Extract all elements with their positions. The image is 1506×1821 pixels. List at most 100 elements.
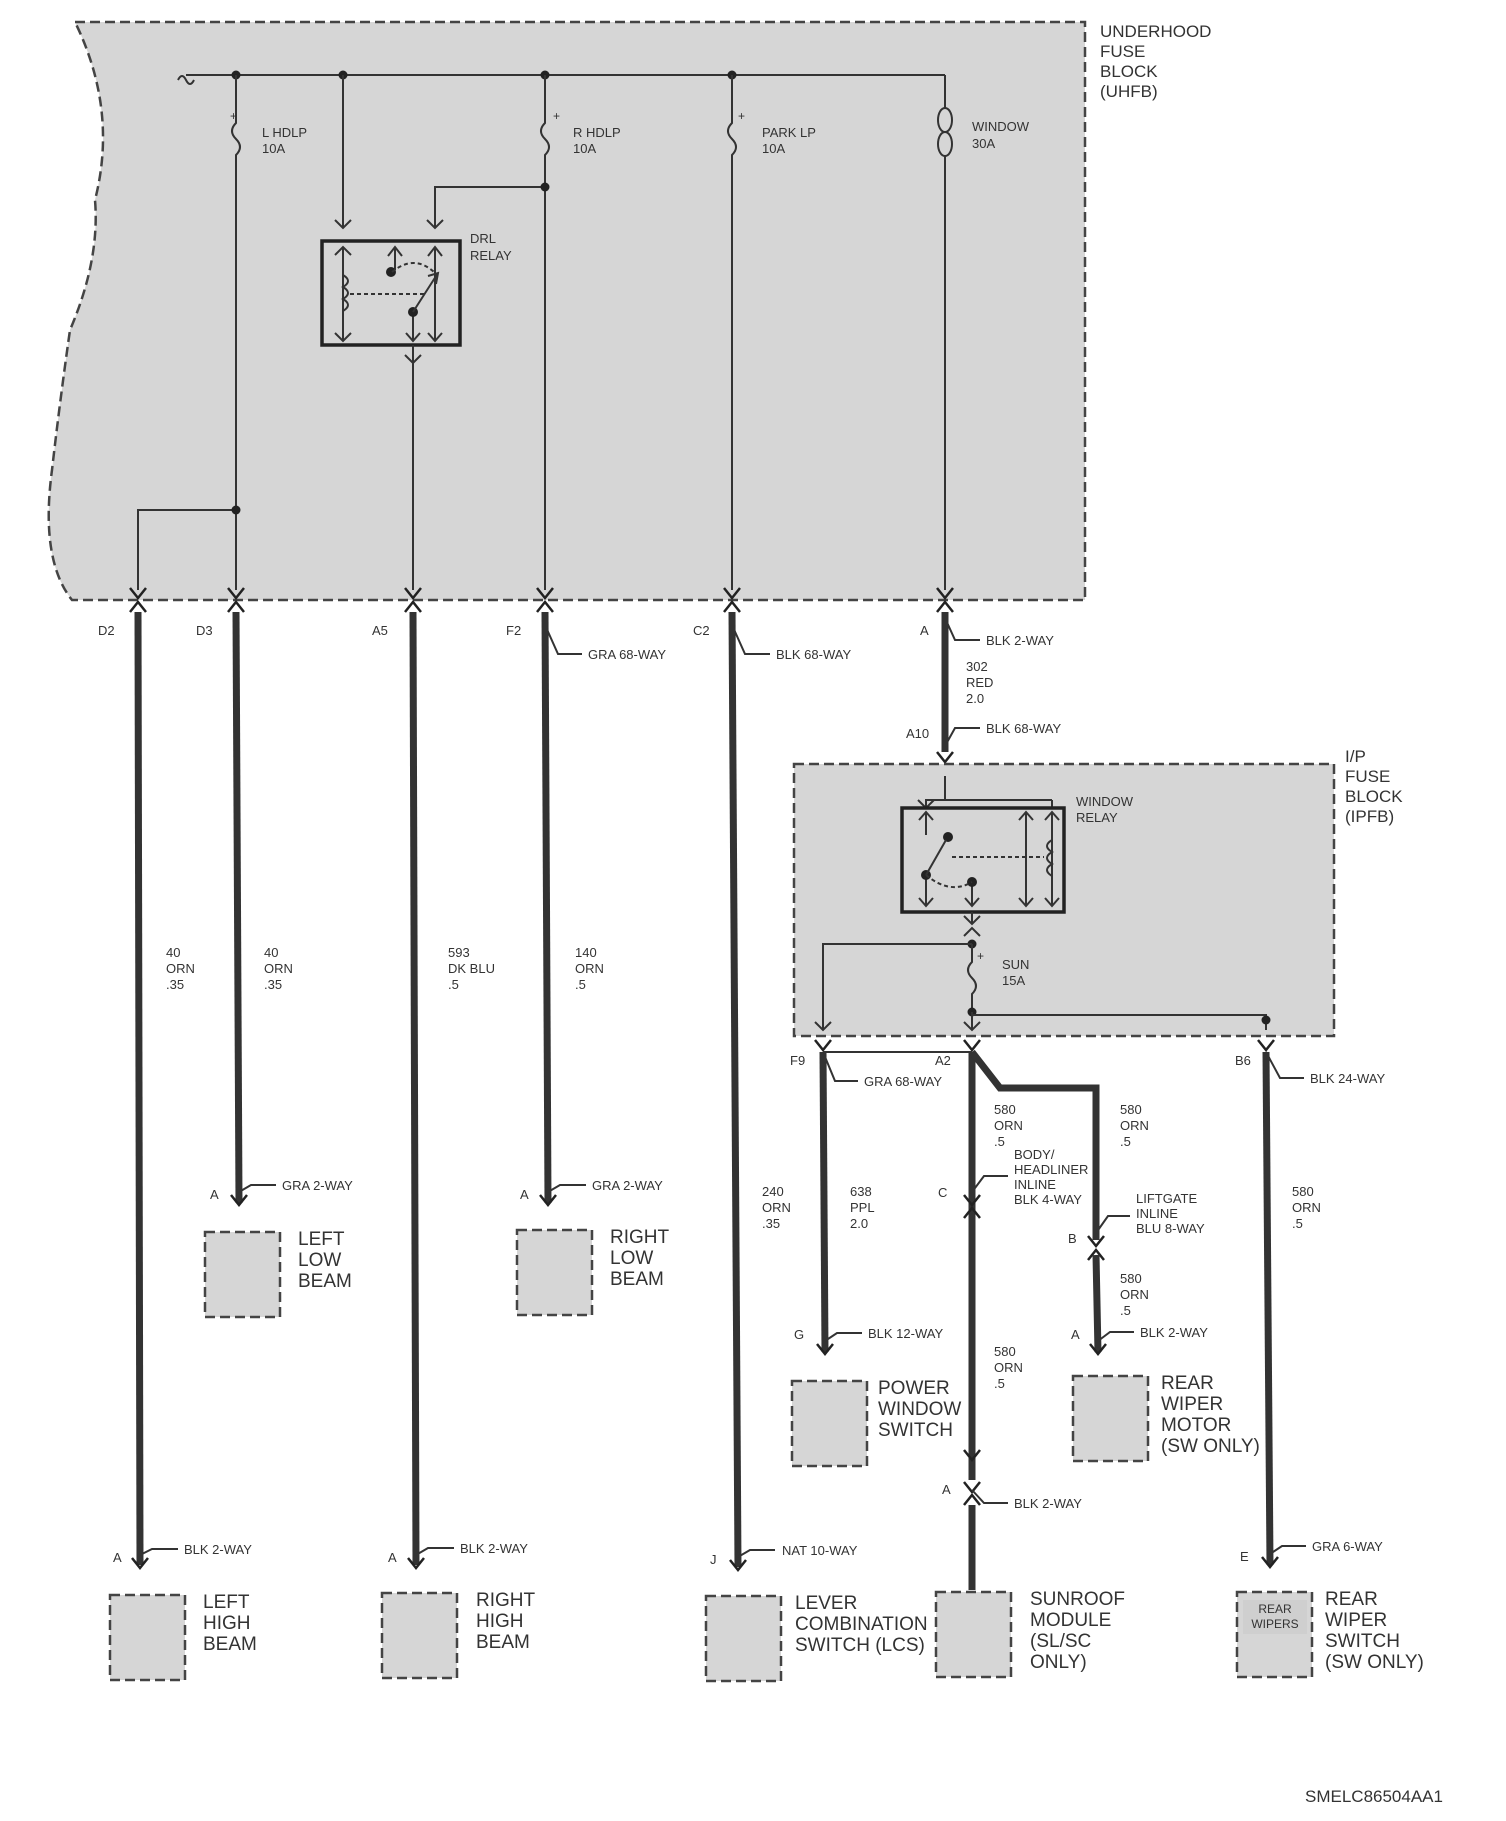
blk68-leader xyxy=(731,624,770,655)
right-low-beam-l2: LOW xyxy=(610,1248,653,1269)
fuse-park-lp-name: PARK LP xyxy=(762,125,816,140)
pin-a2: A2 xyxy=(935,1053,951,1068)
left-low-beam-l3: BEAM xyxy=(298,1271,352,1292)
left-low-connector xyxy=(230,1194,248,1208)
pin-b: B xyxy=(1068,1231,1077,1246)
wire-593-gauge: .5 xyxy=(448,977,459,992)
drl-feed-right xyxy=(426,186,545,230)
gra68-ip-leader xyxy=(822,1051,858,1082)
wire-580d-gauge: .5 xyxy=(994,1376,1005,1391)
drl-relay-box xyxy=(320,239,462,347)
rwm-connector xyxy=(1089,1343,1107,1357)
rws-l3: SWITCH xyxy=(1325,1631,1400,1652)
conn-blk2-window: BLK 2-WAY xyxy=(986,633,1054,648)
wire-302-color: RED xyxy=(966,675,993,690)
conn-blk24: BLK 24-WAY xyxy=(1310,1071,1385,1086)
wire-240-num: 240 xyxy=(762,1184,784,1199)
right-low-beam-l3: BEAM xyxy=(610,1269,664,1290)
window-relay-feed xyxy=(917,776,1053,810)
conn-body-l1: BODY/ xyxy=(1014,1147,1055,1162)
sunroof-l3: (SL/SC xyxy=(1030,1631,1091,1652)
fuse-sun-amp: 15A xyxy=(1002,973,1025,988)
blk68-ip-leader xyxy=(944,727,980,747)
rws-inner-l1: REAR xyxy=(1258,1602,1292,1616)
body-inline-connector xyxy=(963,1194,981,1219)
wire-638-color: PPL xyxy=(850,1200,875,1215)
fuse-l-hdlp: + xyxy=(230,75,241,590)
lcs-l3: SWITCH (LCS) xyxy=(795,1635,925,1656)
wire-40a-num: 40 xyxy=(166,945,180,960)
wire-d3-left-low xyxy=(232,611,243,1204)
sunroof-leader xyxy=(971,1489,1008,1504)
left-high-leader xyxy=(139,1548,178,1556)
blk2-leader xyxy=(944,617,980,641)
wire-40b-num: 40 xyxy=(264,945,278,960)
wire-638-num: 638 xyxy=(850,1184,872,1199)
window-relay-box xyxy=(900,806,1066,914)
gra68-leader xyxy=(544,624,582,655)
window-relay-label-2: RELAY xyxy=(1076,810,1118,825)
wire-638 xyxy=(819,1051,829,1353)
wire-240-gauge: .35 xyxy=(762,1216,780,1231)
uhfb-label-3: BLOCK xyxy=(1100,62,1158,81)
pws-l3: SWITCH xyxy=(878,1420,953,1441)
rws-l1: REAR xyxy=(1325,1589,1378,1610)
rwm-box xyxy=(1071,1374,1150,1463)
conn-blk2-right-high: BLK 2-WAY xyxy=(460,1541,528,1556)
wire-140-color: ORN xyxy=(575,961,604,976)
wire-580c-gauge: .5 xyxy=(1120,1303,1131,1318)
drl-relay-label-2: RELAY xyxy=(470,248,512,263)
wire-580e-num: 580 xyxy=(1292,1184,1314,1199)
wire-c2-lcs xyxy=(728,611,742,1568)
wire-580c-color: ORN xyxy=(1120,1287,1149,1302)
rwm-l1: REAR xyxy=(1161,1373,1214,1394)
right-high-beam-box xyxy=(380,1591,459,1680)
rws-inner-label-bg xyxy=(1243,1600,1307,1634)
wire-580a-num: 580 xyxy=(994,1102,1016,1117)
wire-140-num: 140 xyxy=(575,945,597,960)
fuse-l-hdlp-amp: 10A xyxy=(262,141,285,156)
drl-relay-internals xyxy=(334,245,443,343)
rwm-l2: WIPER xyxy=(1161,1394,1223,1415)
right-low-connector xyxy=(539,1194,557,1208)
wire-580e-gauge: .5 xyxy=(1292,1216,1303,1231)
conn-gra6: GRA 6-WAY xyxy=(1312,1539,1383,1554)
drl-relay-label-1: DRL xyxy=(470,231,496,246)
right-low-beam-box xyxy=(515,1228,594,1317)
ipfb-label-4: (IPFB) xyxy=(1345,807,1394,826)
fuse-window-amp: 30A xyxy=(972,136,995,151)
ipfb-label-3: BLOCK xyxy=(1345,787,1403,806)
fuse-r-hdlp: + xyxy=(540,75,560,590)
ipfb-label-1: I/P xyxy=(1345,747,1366,766)
conn-body-l3: INLINE xyxy=(1014,1177,1056,1192)
b6-node xyxy=(1261,1015,1271,1025)
pin-a10: A10 xyxy=(906,726,929,741)
sunroof-wire-arrow xyxy=(963,1449,981,1463)
sunroof-connector xyxy=(963,1481,981,1506)
fuse-window xyxy=(937,75,953,590)
uhfb-label-1: UNDERHOOD xyxy=(1100,22,1211,41)
ipfb-terminals xyxy=(814,1039,1275,1053)
svg-text:+: + xyxy=(977,949,984,963)
wire-580a-color: ORN xyxy=(994,1118,1023,1133)
wire-302-gauge: 2.0 xyxy=(966,691,984,706)
fuse-sun: + xyxy=(967,944,984,1010)
svg-text:+: + xyxy=(738,109,745,123)
left-high-connector xyxy=(131,1557,149,1571)
wire-240-color: ORN xyxy=(762,1200,791,1215)
wire-40b-gauge: .35 xyxy=(264,977,282,992)
rws-leader xyxy=(1269,1545,1306,1555)
left-low-beam-l2: LOW xyxy=(298,1250,341,1271)
sunroof-l4: ONLY) xyxy=(1030,1652,1087,1673)
l-hdlp-node xyxy=(231,505,241,515)
left-high-beam-box xyxy=(108,1593,187,1682)
f9-branch xyxy=(814,943,972,1032)
rwm-leader xyxy=(1097,1331,1134,1342)
wire-a5-right-high xyxy=(409,611,420,1566)
wire-580b-num: 580 xyxy=(1120,1102,1142,1117)
conn-body-l4: BLK 4-WAY xyxy=(1014,1192,1082,1207)
conn-gra68: GRA 68-WAY xyxy=(588,647,666,662)
liftgate-inline-connector xyxy=(1087,1235,1105,1261)
left-high-beam-l2: HIGH xyxy=(203,1613,251,1634)
